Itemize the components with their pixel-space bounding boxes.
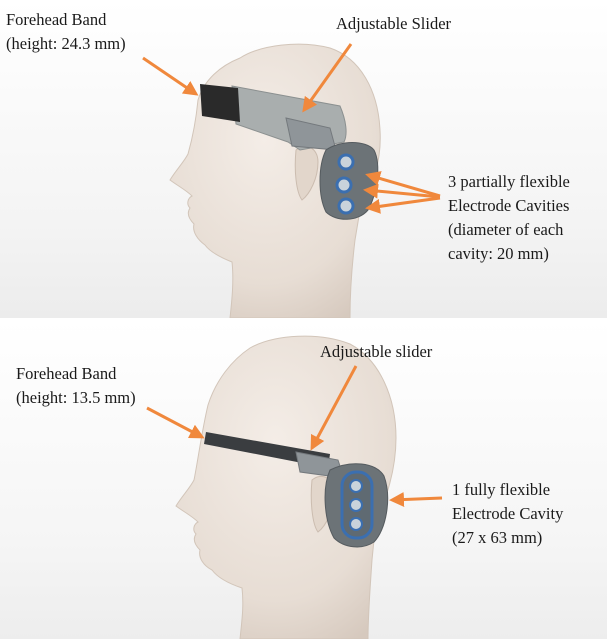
panel-partially-flexible-design: Forehead Band (height: 24.3 mm) Adjustab… [0, 0, 607, 318]
adjustable-slider-label: Adjustable slider [320, 340, 432, 364]
forehead-band-label: Forehead Band (height: 24.3 mm) [6, 8, 126, 56]
electrode-dot-3 [350, 518, 362, 530]
forehead-band-label-line1: Forehead Band [16, 362, 136, 386]
electrode-cavities-label: 3 partially flexible Electrode Cavities … [448, 170, 570, 266]
forehead-band-label-line2: (height: 13.5 mm) [16, 386, 136, 410]
electrode-cavities-label-line1: 3 partially flexible [448, 170, 570, 194]
forehead-band [200, 84, 240, 122]
electrode-cavity-1 [339, 155, 353, 169]
arrow-forehead-band [143, 58, 196, 94]
electrode-cavities-label-line2: Electrode Cavities [448, 194, 570, 218]
electrode-cavities-label-line3: (diameter of each [448, 218, 570, 242]
electrode-cavity-label-line2: Electrode Cavity [452, 502, 563, 526]
electrode-cavity-2 [337, 178, 351, 192]
adjustable-slider-label: Adjustable Slider [336, 12, 451, 36]
electrode-cavity-label-line1: 1 fully flexible [452, 478, 563, 502]
arrow-electrode-cavity [392, 498, 442, 500]
electrode-dot-1 [350, 480, 362, 492]
arrow-cavity-3 [368, 198, 440, 208]
electrode-cavity-label-line3: (27 x 63 mm) [452, 526, 563, 550]
electrode-cavity-label: 1 fully flexible Electrode Cavity (27 x … [452, 478, 563, 550]
electrode-cavity-3 [339, 199, 353, 213]
forehead-band-label: Forehead Band (height: 13.5 mm) [16, 362, 136, 410]
arrow-forehead-band [147, 408, 202, 437]
electrode-dot-2 [350, 499, 362, 511]
forehead-band-label-line1: Forehead Band [6, 8, 126, 32]
forehead-band-label-line2: (height: 24.3 mm) [6, 32, 126, 56]
panel-fully-flexible-design: Forehead Band (height: 13.5 mm) Adjustab… [0, 320, 607, 639]
electrode-cavities-label-line4: cavity: 20 mm) [448, 242, 570, 266]
